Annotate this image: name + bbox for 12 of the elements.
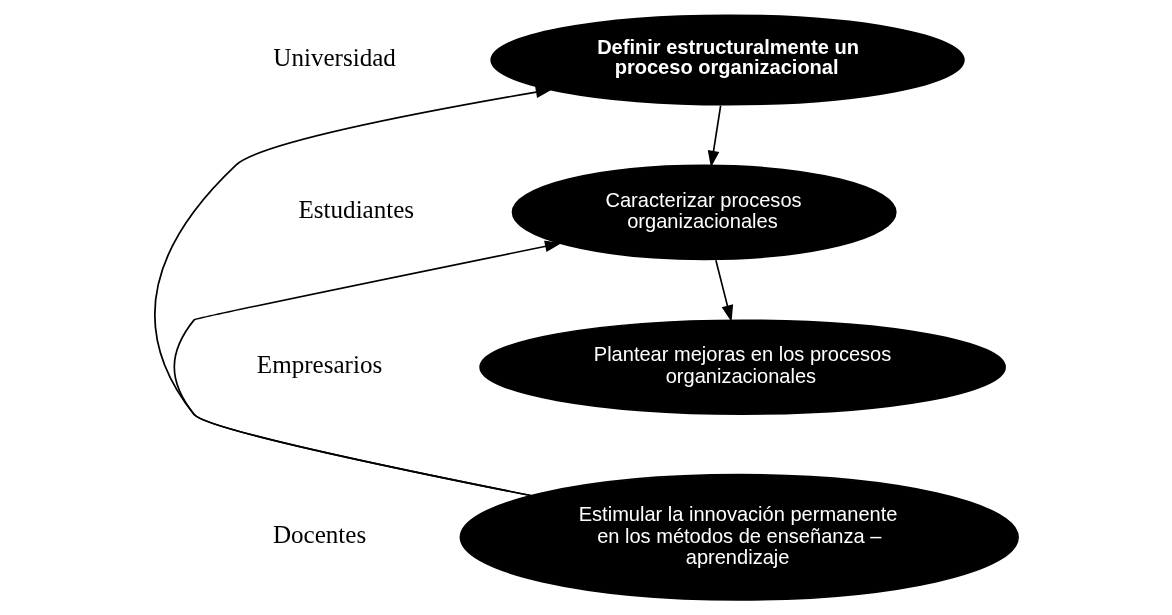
node-ellipse: Definir estructuralmente un proceso organizacional bbox=[489, 14, 965, 106]
node-ellipse: Estimular la innovación permanente en los métodos de enseñanza – aprendizaje bbox=[459, 473, 1019, 601]
arrow bbox=[714, 259, 733, 322]
label: Estudiantes bbox=[298, 196, 414, 224]
arrow bbox=[153, 86, 553, 497]
arrow bbox=[172, 240, 562, 497]
label: Docentes bbox=[272, 521, 366, 549]
label: Empresarios bbox=[256, 351, 382, 379]
node-ellipse: Caracterizar procesos organizacionales bbox=[511, 164, 897, 261]
label: Universidad bbox=[272, 43, 396, 71]
arrow bbox=[707, 104, 721, 168]
node-ellipse: Plantear mejoras en los procesos organizacionales bbox=[478, 319, 1006, 415]
